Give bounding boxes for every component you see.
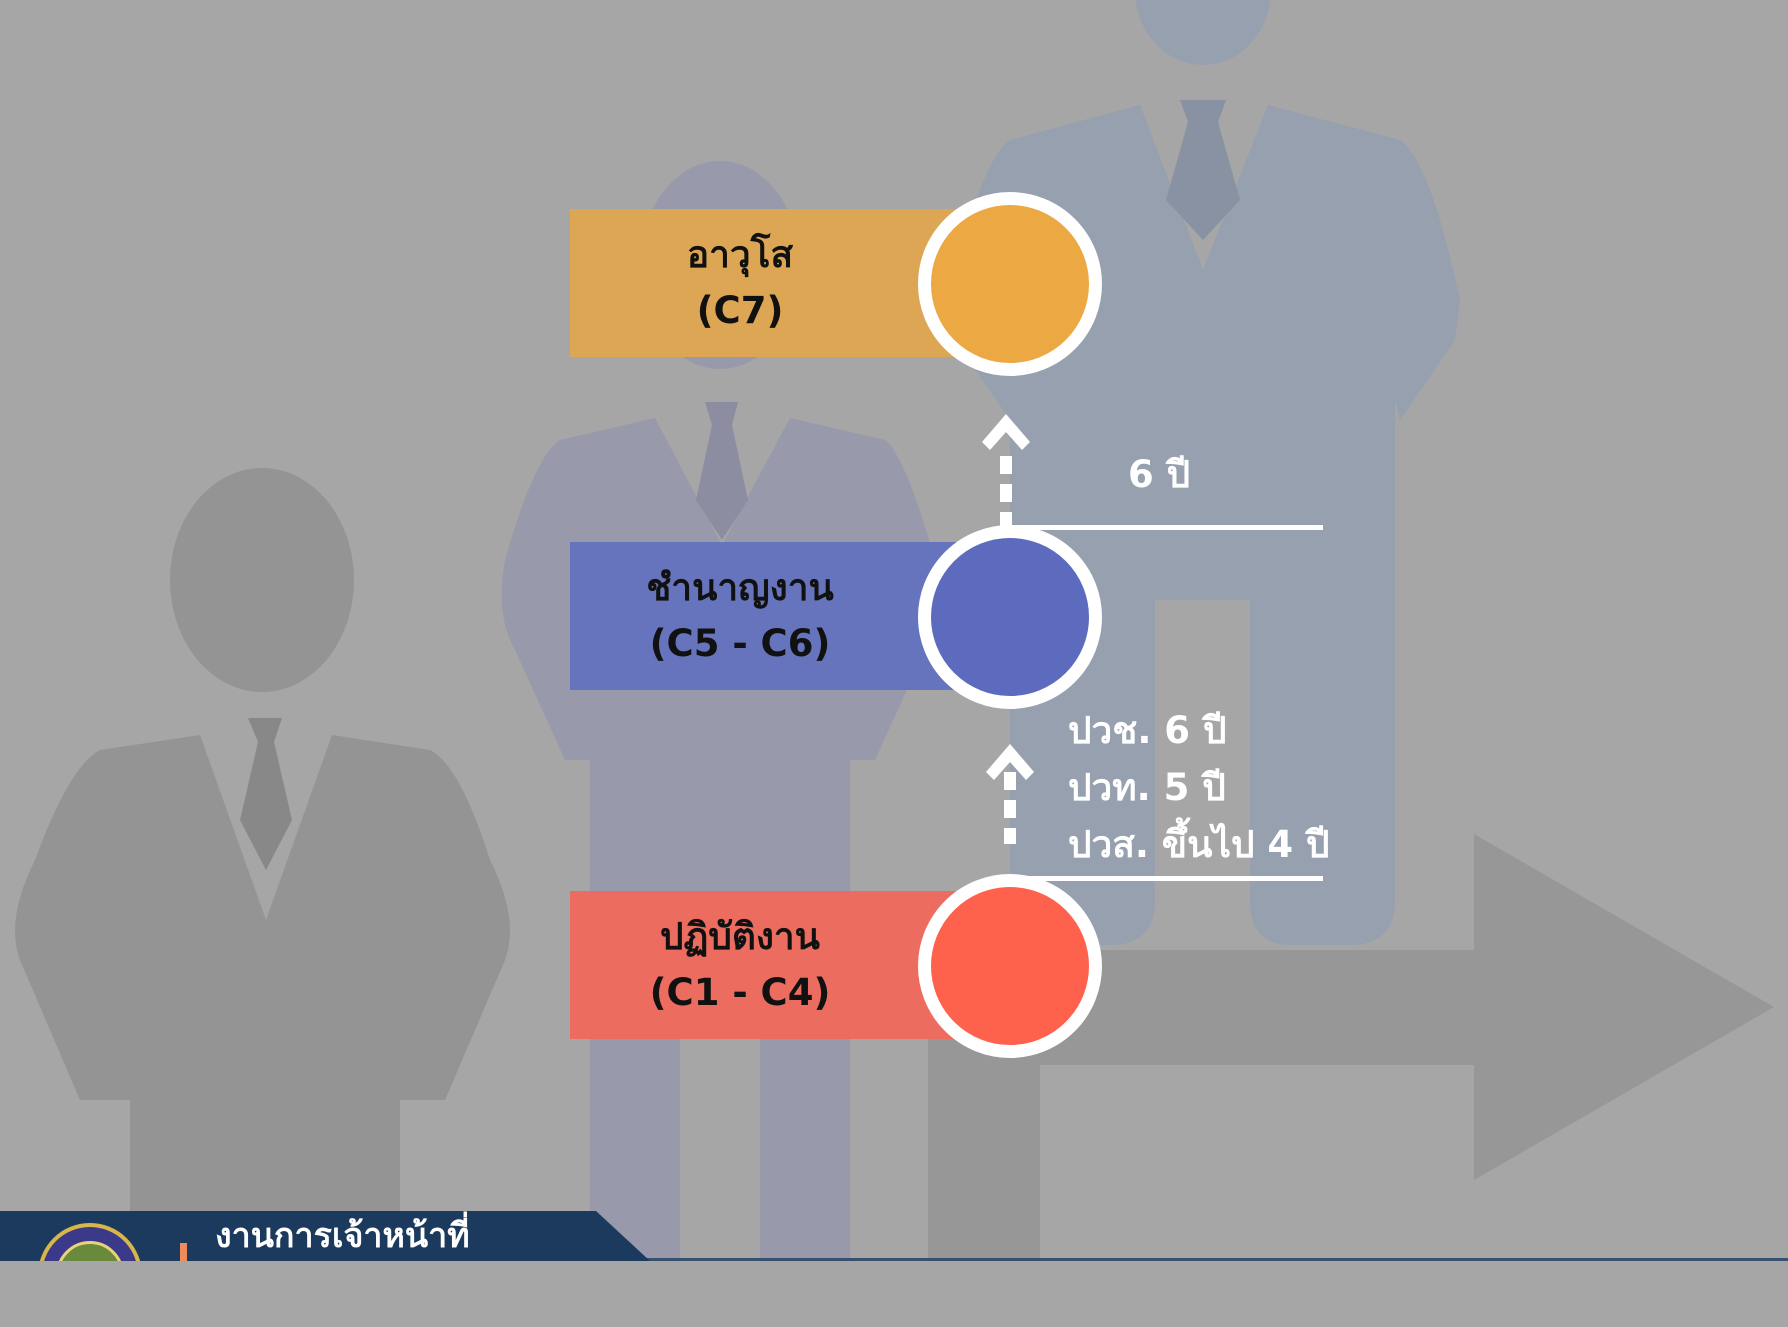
senior-requirement-text: 6 ปี <box>1128 453 1191 496</box>
organization-logo-emblem <box>56 1241 124 1261</box>
level-practitioner-box: ปฏิบัติงาน (C1 - C4) <box>570 891 970 1039</box>
level-senior-title: อาวุโส <box>686 233 794 276</box>
footer-bar: งานการเจ้าหน้าที่ <box>0 1211 1788 1261</box>
level-expert-code: (C5 - C6) <box>649 622 831 665</box>
expert-requirement-item: ปวช. 6 ปี <box>1068 709 1227 752</box>
level-expert-title: ชำนาญงาน <box>646 566 834 609</box>
level-practitioner-title: ปฏิบัติงาน <box>660 915 820 958</box>
expert-requirement-item: ปวส. ขึ้นไป 4 ปี <box>1068 823 1330 866</box>
expert-requirement-list: ปวช. 6 ปี ปวท. 5 ปี ปวส. ขึ้นไป 4 ปี <box>1068 702 1329 873</box>
right-arrow-icon <box>928 834 1774 1261</box>
dotted-up-arrow-icon <box>982 414 1030 528</box>
footer-strip <box>600 1258 1788 1261</box>
organization-logo <box>38 1223 142 1261</box>
businessman-silhouette-icon <box>15 468 510 1261</box>
footer-accent-bar <box>180 1243 187 1261</box>
level-senior-box: อาวุโส (C7) <box>570 209 970 357</box>
level-expert-node <box>918 525 1102 709</box>
level-expert-box: ชำนาญงาน (C5 - C6) <box>570 542 970 690</box>
dotted-up-arrow-icon <box>986 744 1034 844</box>
divider-line-lower <box>1010 876 1323 881</box>
divider-line-upper <box>1010 525 1323 530</box>
footer-title: งานการเจ้าหน้าที่ <box>215 1216 470 1256</box>
expert-requirement-item: ปวท. 5 ปี <box>1068 766 1226 809</box>
level-senior-node <box>918 192 1102 376</box>
footer-plate: งานการเจ้าหน้าที่ <box>0 1211 650 1261</box>
level-practitioner-node <box>918 874 1102 1058</box>
level-senior-code: (C7) <box>696 289 784 332</box>
level-practitioner-code: (C1 - C4) <box>649 971 831 1014</box>
